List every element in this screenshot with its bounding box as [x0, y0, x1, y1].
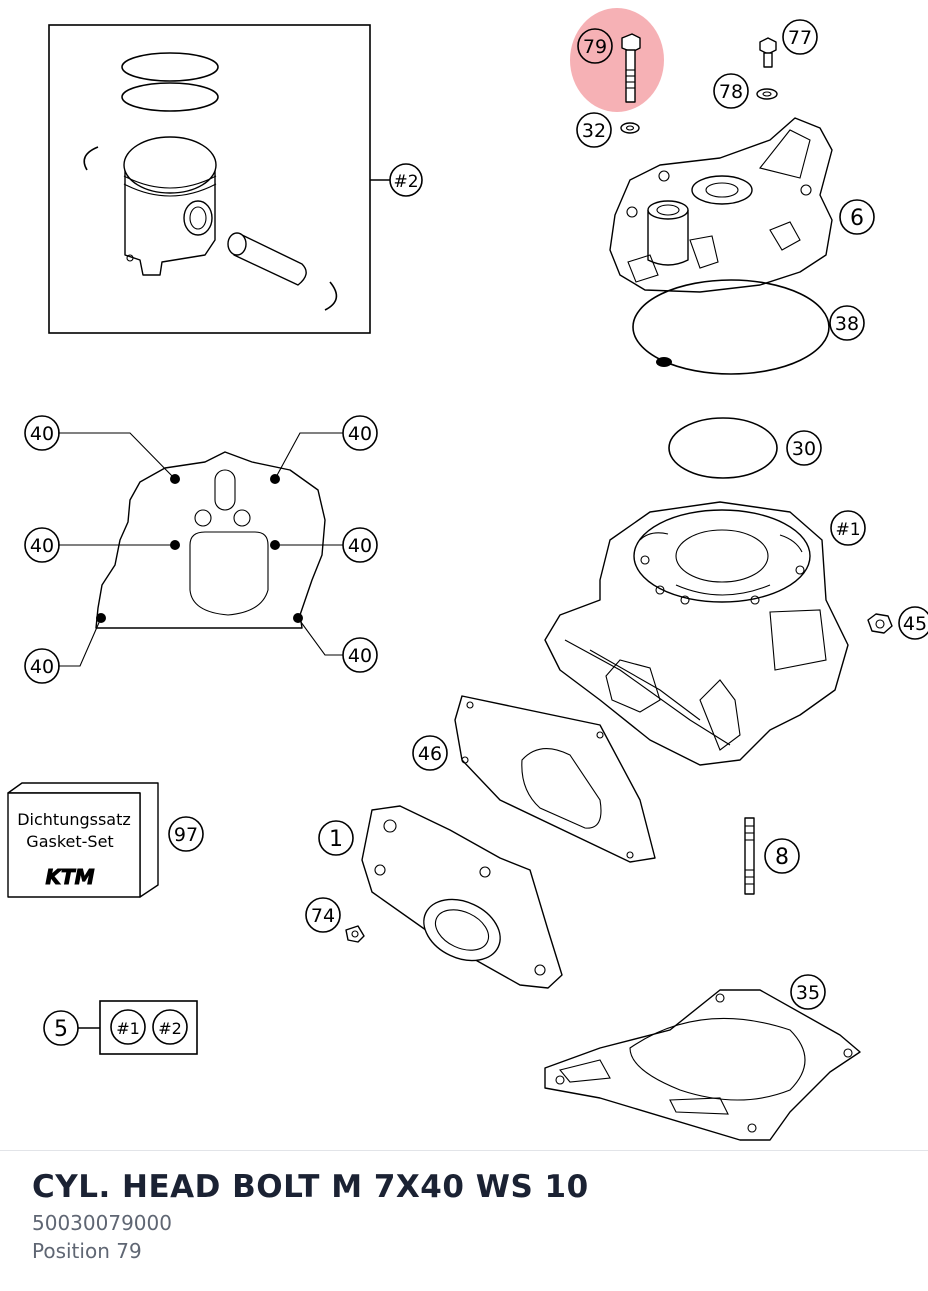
part-8-stud[interactable]: 8 — [744, 817, 800, 895]
callout-1-cyl-label: #1 — [835, 520, 860, 540]
piston-kit-frame — [48, 24, 371, 334]
callout-40-label: 40 — [30, 423, 54, 445]
callout-38-label: 38 — [835, 313, 859, 335]
gasket-set-label-en: Gasket-Set — [26, 832, 113, 851]
part-38-o-ring[interactable]: 38 — [632, 279, 865, 375]
piston-ring-lower — [121, 82, 219, 112]
circlip-right — [324, 281, 338, 311]
callout-40-label: 40 — [348, 645, 372, 667]
callout-32-label: 32 — [582, 120, 606, 142]
part-35-base-gasket[interactable]: 35 — [544, 974, 861, 1141]
callout-2-circle — [389, 163, 423, 197]
selected-part-highlight — [570, 8, 664, 112]
callout-40-label: 40 — [348, 423, 372, 445]
callout-77-label: 77 — [788, 27, 812, 49]
part-position: Position 79 — [32, 1239, 142, 1263]
part-32-washer[interactable]: 32 — [576, 112, 640, 148]
callout-40-label: 40 — [348, 535, 372, 557]
part-1-intake-flange[interactable]: 1 — [318, 805, 563, 989]
part-97-gasket-set[interactable]: Dichtungssatz Gasket-Set KTM 97 — [7, 782, 204, 898]
callout-6-label: 6 — [850, 206, 864, 231]
exploded-parts-diagram: #2 79 77 78 32 — [7, 8, 928, 1141]
callout-1-label: 1 — [329, 827, 343, 852]
callout-74-label: 74 — [311, 905, 335, 927]
part-6-cylinder-head[interactable]: 6 — [609, 117, 875, 293]
callout-79-label: 79 — [583, 36, 607, 58]
set-item-2-label: #2 — [158, 1019, 182, 1038]
callout-40-label: 40 — [30, 535, 54, 557]
cyl-head-bolt — [621, 33, 641, 103]
piston-ring-upper — [121, 52, 219, 82]
part-number: 50030079000 — [32, 1211, 172, 1235]
piston — [123, 136, 217, 276]
callout-30-label: 30 — [792, 438, 816, 460]
part-74-clip[interactable]: 74 — [305, 897, 365, 943]
part-45-nut[interactable]: 45 — [867, 606, 928, 640]
callout-40-label: 40 — [30, 656, 54, 678]
part-5-set[interactable]: 5 #1 #2 — [43, 1000, 198, 1055]
part-title: CYL. HEAD BOLT M 7X40 WS 10 — [32, 1169, 589, 1205]
callout-45-label: 45 — [903, 613, 927, 635]
part-30-o-ring[interactable]: 30 — [668, 417, 822, 479]
piston-pin — [227, 232, 307, 286]
callout-2-label: #2 — [393, 172, 418, 192]
set-item-1-label: #1 — [116, 1019, 140, 1038]
gasket-set-label-de: Dichtungssatz — [17, 810, 131, 829]
part-info-panel: CYL. HEAD BOLT M 7X40 WS 10 50030079000 … — [0, 1150, 928, 1291]
part-40-exhaust-gasket[interactable]: 40 40 40 40 40 40 — [24, 415, 378, 684]
part-46-intake-gasket[interactable]: 46 — [412, 695, 656, 863]
callout-97-label: 97 — [174, 824, 198, 846]
part-1-cylinder[interactable]: #1 — [544, 501, 866, 766]
callout-35-label: 35 — [796, 982, 820, 1004]
callout-78-label: 78 — [719, 81, 743, 103]
callout-79-circle — [577, 28, 613, 64]
part-77-screw[interactable]: 77 — [759, 19, 818, 68]
callout-8-label: 8 — [775, 845, 789, 870]
circlip-left — [83, 146, 99, 171]
part-78-washer[interactable]: 78 — [713, 73, 778, 109]
part-79-cyl-head-bolt[interactable]: 79 — [570, 8, 664, 112]
callout-46-label: 46 — [418, 743, 442, 765]
piston-kit-group[interactable]: #2 — [48, 24, 423, 334]
ktm-logo: KTM — [45, 865, 94, 889]
callout-5-label: 5 — [54, 1017, 68, 1042]
